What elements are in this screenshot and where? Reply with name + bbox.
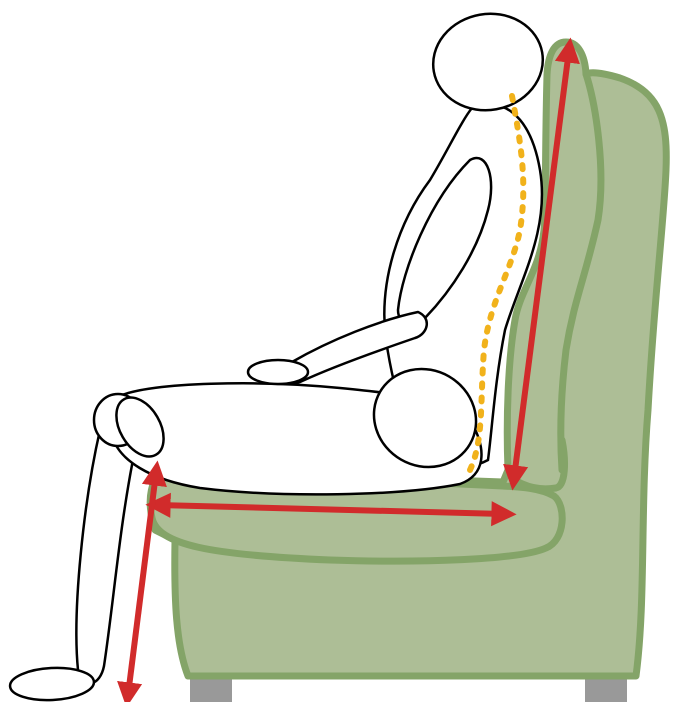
chair-foot-front [190, 676, 232, 702]
figure-head [426, 5, 551, 119]
chair-foot-back [585, 676, 627, 702]
figure-lower-leg [76, 425, 136, 683]
seat-height-arrow [128, 473, 156, 695]
figure-hand [248, 360, 308, 384]
figure-foot [9, 666, 95, 702]
